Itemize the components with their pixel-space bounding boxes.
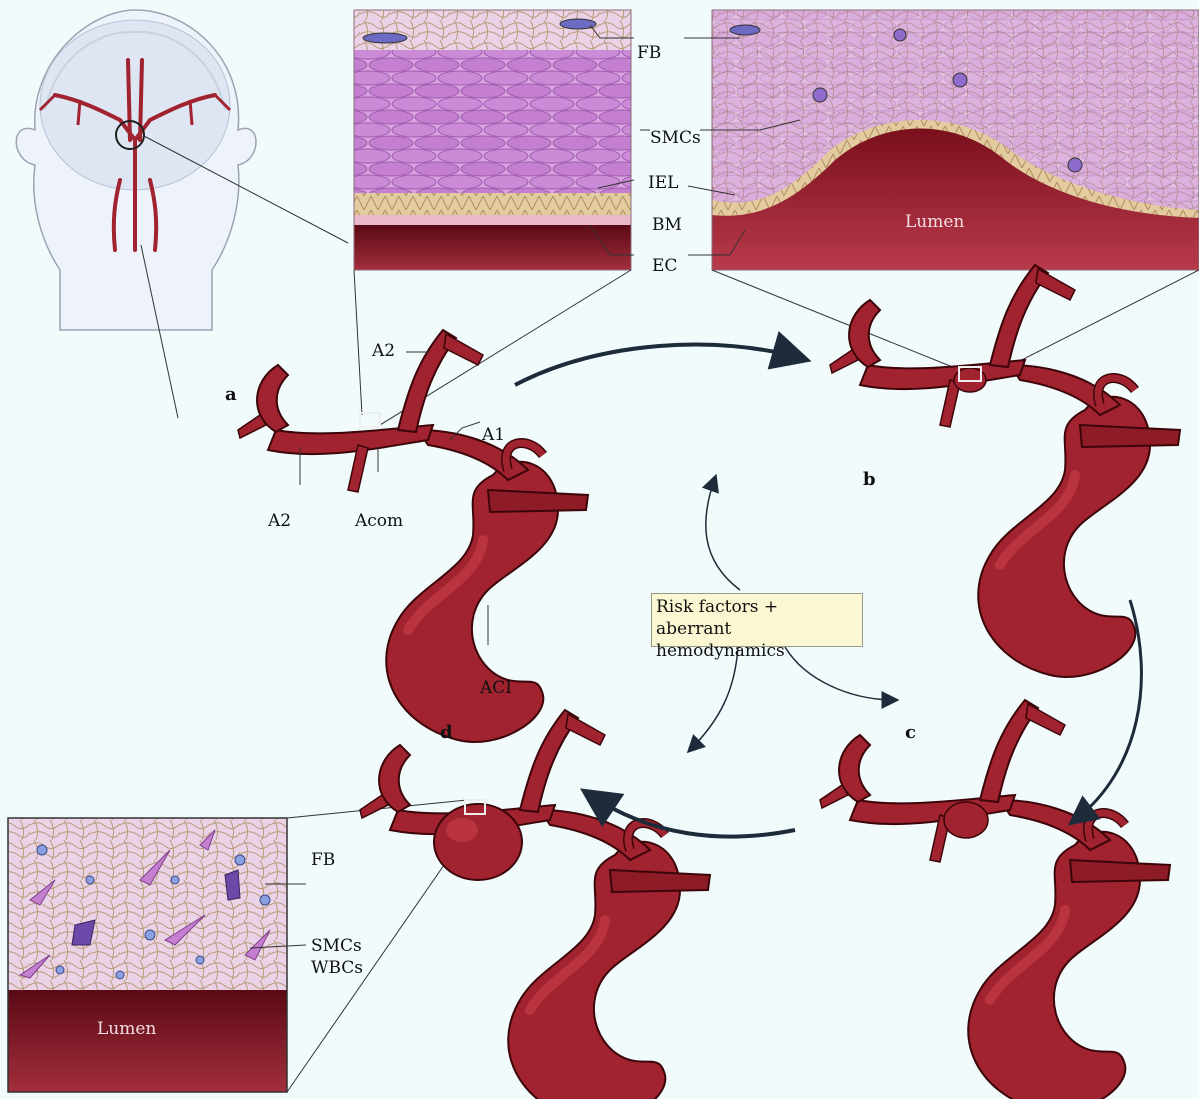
label-iel: IEL xyxy=(648,175,678,192)
label-a1: A1 xyxy=(482,427,505,444)
vessel-c xyxy=(820,700,1170,1099)
label-a2-lower: A2 xyxy=(268,513,291,530)
risk-factors-box: Risk factors + aberrant hemodynamics xyxy=(651,593,863,647)
label-fb-bottom: FB xyxy=(311,852,335,869)
aneurysm-wall-panel xyxy=(8,818,287,1092)
panel-label-a: a xyxy=(225,386,237,404)
label-aci: ACI xyxy=(480,680,512,697)
label-ec: EC xyxy=(652,258,677,275)
label-bm: BM xyxy=(652,217,682,234)
label-smcs-top: SMCs xyxy=(650,130,701,147)
arrow-to-d-small xyxy=(690,647,738,750)
panel-label-b: b xyxy=(863,471,876,489)
vessel-a xyxy=(238,330,588,742)
arrow-to-b-small xyxy=(706,478,740,590)
label-lumen-top: Lumen xyxy=(905,214,964,231)
label-a2-upper: A2 xyxy=(372,343,395,360)
head-illustration xyxy=(16,10,348,418)
vessel-d xyxy=(360,710,710,1099)
label-smcs-bottom: SMCs xyxy=(311,938,362,955)
risk-factors-line2: hemodynamics xyxy=(656,640,858,662)
label-fb-top: FB xyxy=(637,45,661,62)
risk-factors-line1: Risk factors + aberrant xyxy=(656,596,858,640)
vessel-b xyxy=(830,265,1180,677)
label-acom: Acom xyxy=(355,513,403,530)
panel-label-c: c xyxy=(905,724,916,742)
label-lumen-bottom: Lumen xyxy=(97,1021,156,1038)
arrow-a-to-b xyxy=(515,345,800,385)
normal-wall-panel xyxy=(354,10,631,270)
label-wbcs: WBCs xyxy=(311,960,363,977)
panel-label-d: d xyxy=(440,724,453,742)
